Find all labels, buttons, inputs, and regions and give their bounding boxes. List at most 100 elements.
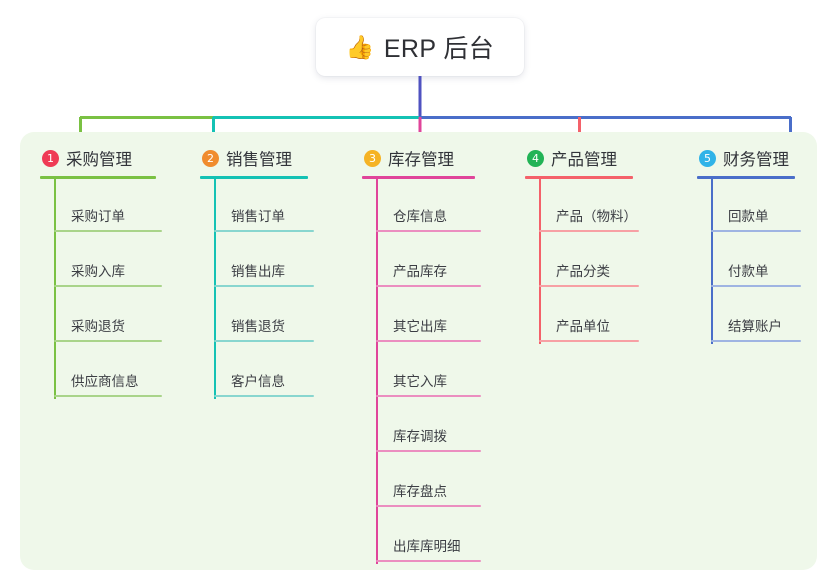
leaf-underline: [711, 285, 801, 287]
branch-badge-2: 2: [202, 149, 219, 167]
diagram-panel: [20, 132, 817, 570]
branch-children-2: 销售订单销售出库销售退货客户信息: [200, 179, 314, 399]
branch-badge-1: 1: [42, 149, 59, 167]
branch-underline-4: [525, 176, 633, 179]
branch-underline-1: [40, 176, 156, 179]
leaf-label: 结算账户: [728, 319, 782, 334]
leaf-underline: [376, 395, 481, 397]
leaf-underline: [54, 285, 162, 287]
leaf-node[interactable]: 产品分类: [525, 234, 639, 289]
leaf-label: 采购退货: [71, 319, 125, 334]
leaf-label: 客户信息: [231, 374, 285, 389]
leaf-label: 销售出库: [231, 264, 285, 279]
branch-badge-5: 5: [699, 149, 716, 167]
leaf-node[interactable]: 采购入库: [40, 234, 162, 289]
leaf-underline: [539, 285, 639, 287]
leaf-node[interactable]: 销售出库: [200, 234, 314, 289]
root-node-label: 👍 ERP 后台: [346, 29, 494, 65]
leaf-label: 产品分类: [556, 264, 610, 279]
leaf-node[interactable]: 产品单位: [525, 289, 639, 344]
leaf-node[interactable]: 采购退货: [40, 289, 162, 344]
leaf-label: 库存调拨: [393, 429, 447, 444]
leaf-underline: [54, 395, 162, 397]
leaf-node[interactable]: 仓库信息: [362, 179, 481, 234]
leaf-underline: [376, 230, 481, 232]
leaf-label: 付款单: [728, 264, 769, 279]
leaf-node[interactable]: 销售退货: [200, 289, 314, 344]
branch-column-4: 4 产品管理产品（物料） 产品分类产品单位: [525, 146, 639, 344]
branch-column-5: 5 财务管理回款单付款单结算账户: [697, 146, 801, 344]
branch-children-1: 采购订单采购入库采购退货供应商信息: [40, 179, 162, 399]
leaf-node[interactable]: 客户信息: [200, 344, 314, 399]
leaf-label: 回款单: [728, 209, 769, 224]
branch-trunk-5: [711, 179, 713, 344]
branch-underline-5: [697, 176, 795, 179]
leaf-underline: [376, 450, 481, 452]
leaf-underline: [54, 340, 162, 342]
leaf-label: 库存盘点: [393, 484, 447, 499]
leaf-underline: [214, 230, 314, 232]
branch-badge-4: 4: [527, 149, 544, 167]
leaf-node[interactable]: 供应商信息: [40, 344, 162, 399]
branch-title-2: 销售管理: [226, 151, 292, 169]
leaf-label: 产品（物料）: [556, 209, 637, 224]
leaf-label: 销售订单: [231, 209, 285, 224]
leaf-label: 其它入库: [393, 374, 447, 389]
leaf-node[interactable]: 其它入库: [362, 344, 481, 399]
thumbs-up-icon: 👍: [345, 33, 375, 60]
leaf-node[interactable]: 回款单: [697, 179, 801, 234]
branch-column-3: 3 库存管理仓库信息产品库存其它出库其它入库库存调拨库存盘点出库库明细: [362, 146, 481, 564]
branch-header-4[interactable]: 4 产品管理: [525, 146, 633, 170]
branch-title-1: 采购管理: [66, 151, 132, 169]
leaf-underline: [214, 395, 314, 397]
leaf-node[interactable]: 结算账户: [697, 289, 801, 344]
branch-children-4: 产品（物料） 产品分类产品单位: [525, 179, 639, 344]
leaf-label: 销售退货: [231, 319, 285, 334]
root-node-erp-backend[interactable]: 👍 ERP 后台: [316, 18, 524, 76]
leaf-underline: [376, 285, 481, 287]
branch-title-3: 库存管理: [388, 151, 454, 169]
branch-header-2[interactable]: 2 销售管理: [200, 146, 308, 170]
leaf-node[interactable]: 库存调拨: [362, 399, 481, 454]
leaf-node[interactable]: 采购订单: [40, 179, 162, 234]
leaf-underline: [376, 505, 481, 507]
branch-underline-3: [362, 176, 475, 179]
branch-header-5[interactable]: 5 财务管理: [697, 146, 795, 170]
leaf-node[interactable]: 销售订单: [200, 179, 314, 234]
leaf-label: 产品库存: [393, 264, 447, 279]
leaf-label: 其它出库: [393, 319, 447, 334]
leaf-label: 采购订单: [71, 209, 125, 224]
leaf-node[interactable]: 产品库存: [362, 234, 481, 289]
branch-header-3[interactable]: 3 库存管理: [362, 146, 475, 170]
leaf-underline: [539, 340, 639, 342]
branch-header-1[interactable]: 1 采购管理: [40, 146, 156, 170]
leaf-node[interactable]: 产品（物料）: [525, 179, 639, 234]
branch-column-2: 2 销售管理销售订单销售出库销售退货客户信息: [200, 146, 314, 399]
leaf-underline: [376, 340, 481, 342]
leaf-label: 采购入库: [71, 264, 125, 279]
branch-trunk-3: [376, 179, 378, 564]
root-node-title: ERP 后台: [383, 35, 495, 63]
leaf-label: 产品单位: [556, 319, 610, 334]
branch-children-5: 回款单付款单结算账户: [697, 179, 801, 344]
leaf-underline: [54, 230, 162, 232]
branch-title-5: 财务管理: [723, 151, 789, 169]
branch-underline-2: [200, 176, 308, 179]
branch-children-3: 仓库信息产品库存其它出库其它入库库存调拨库存盘点出库库明细: [362, 179, 481, 564]
branch-badge-3: 3: [364, 149, 381, 167]
branch-trunk-2: [214, 179, 216, 399]
leaf-label: 供应商信息: [71, 374, 139, 389]
leaf-node[interactable]: 库存盘点: [362, 454, 481, 509]
branch-column-1: 1 采购管理采购订单采购入库采购退货供应商信息: [40, 146, 162, 399]
branch-trunk-4: [539, 179, 541, 344]
leaf-underline: [214, 340, 314, 342]
leaf-label: 仓库信息: [393, 209, 447, 224]
leaf-node[interactable]: 出库库明细: [362, 509, 481, 564]
leaf-node[interactable]: 其它出库: [362, 289, 481, 344]
leaf-underline: [376, 560, 481, 562]
branch-trunk-1: [54, 179, 56, 399]
leaf-underline: [539, 230, 639, 232]
branch-title-4: 产品管理: [551, 151, 617, 169]
leaf-node[interactable]: 付款单: [697, 234, 801, 289]
